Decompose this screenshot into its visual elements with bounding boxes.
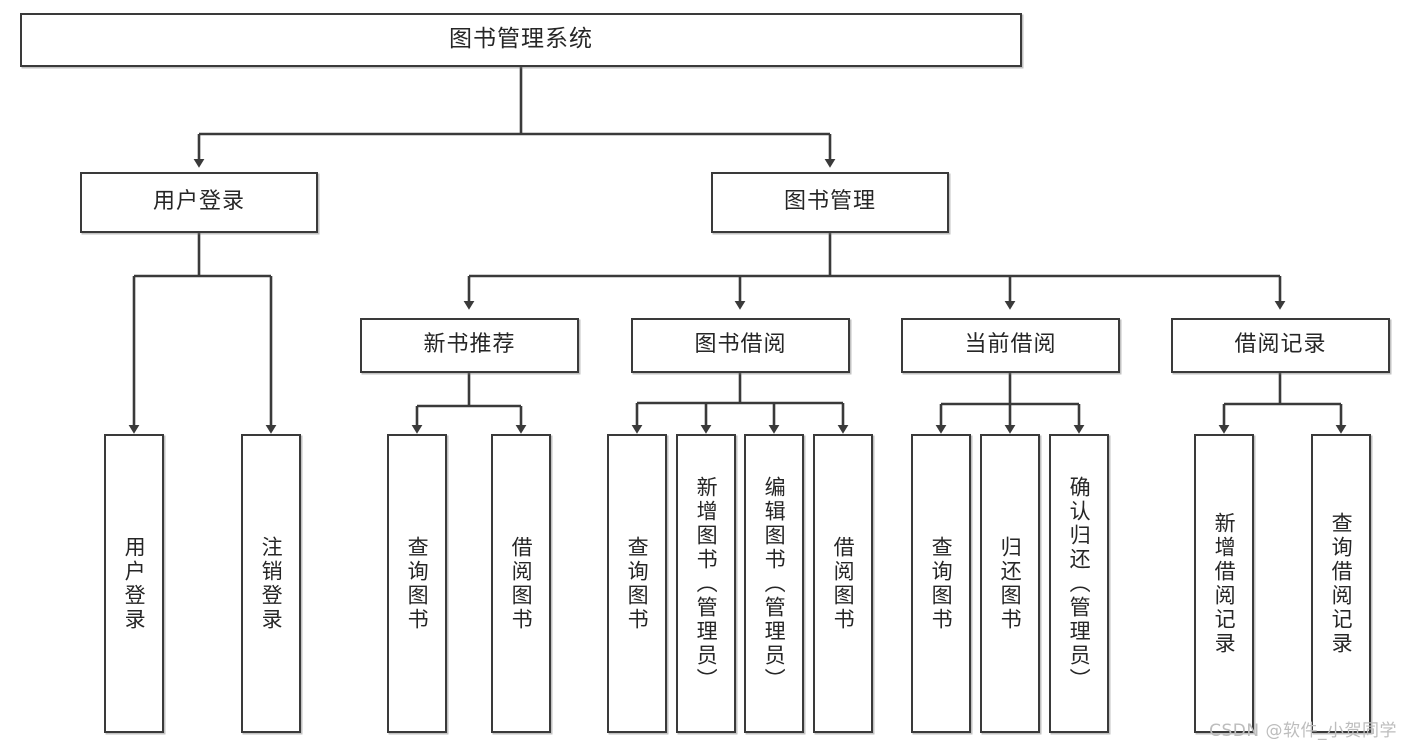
node-leaf-borrow-book-1[interactable]: 借阅图书 [491,434,551,733]
node-book-borrow[interactable]: 图书借阅 [631,318,850,373]
node-book-manage[interactable]: 图书管理 [711,172,949,233]
node-user-login-label: 用户登录 [152,189,245,215]
node-leaf-query-book-1[interactable]: 查询图书 [387,434,447,733]
node-leaf-add-book-admin-label: 新增图书（管理员） [694,475,719,692]
node-leaf-return-book-label: 归还图书 [998,535,1023,632]
node-leaf-logout-login[interactable]: 注销登录 [241,434,301,733]
node-leaf-edit-book-admin[interactable]: 编辑图书（管理员） [744,434,804,733]
node-leaf-borrow-book-1-label: 借阅图书 [509,535,534,632]
node-leaf-add-borrow-record-label: 新增借阅记录 [1212,511,1237,656]
node-leaf-return-book[interactable]: 归还图书 [980,434,1040,733]
node-leaf-user-login-label: 用户登录 [122,535,147,632]
node-leaf-logout-login-label: 注销登录 [259,535,284,632]
node-leaf-query-book-1-label: 查询图书 [405,535,430,632]
node-new-book-recommend[interactable]: 新书推荐 [360,318,579,373]
node-leaf-query-borrow-record-label: 查询借阅记录 [1329,511,1354,656]
node-leaf-query-book-3[interactable]: 查询图书 [911,434,971,733]
node-leaf-query-borrow-record[interactable]: 查询借阅记录 [1311,434,1371,733]
node-borrow-record-label: 借阅记录 [1234,332,1327,358]
node-leaf-confirm-return-admin-label: 确认归还（管理员） [1067,475,1092,692]
node-root-label: 图书管理系统 [449,26,593,53]
node-leaf-borrow-book-2-label: 借阅图书 [831,535,856,632]
node-current-borrow[interactable]: 当前借阅 [901,318,1120,373]
node-new-book-recommend-label: 新书推荐 [423,332,516,358]
node-leaf-confirm-return-admin[interactable]: 确认归还（管理员） [1049,434,1109,733]
node-leaf-add-book-admin[interactable]: 新增图书（管理员） [676,434,736,733]
node-leaf-edit-book-admin-label: 编辑图书（管理员） [762,475,787,692]
node-borrow-record[interactable]: 借阅记录 [1171,318,1390,373]
node-root[interactable]: 图书管理系统 [20,13,1022,67]
node-leaf-query-book-2[interactable]: 查询图书 [607,434,667,733]
node-leaf-query-book-3-label: 查询图书 [929,535,954,632]
node-leaf-user-login[interactable]: 用户登录 [104,434,164,733]
node-leaf-add-borrow-record[interactable]: 新增借阅记录 [1194,434,1254,733]
node-book-manage-label: 图书管理 [783,189,876,215]
node-book-borrow-label: 图书借阅 [694,332,787,358]
node-current-borrow-label: 当前借阅 [964,332,1057,358]
watermark: CSDN @软件_小贺同学 [1209,721,1397,741]
node-leaf-borrow-book-2[interactable]: 借阅图书 [813,434,873,733]
node-user-login[interactable]: 用户登录 [80,172,318,233]
node-leaf-query-book-2-label: 查询图书 [625,535,650,632]
